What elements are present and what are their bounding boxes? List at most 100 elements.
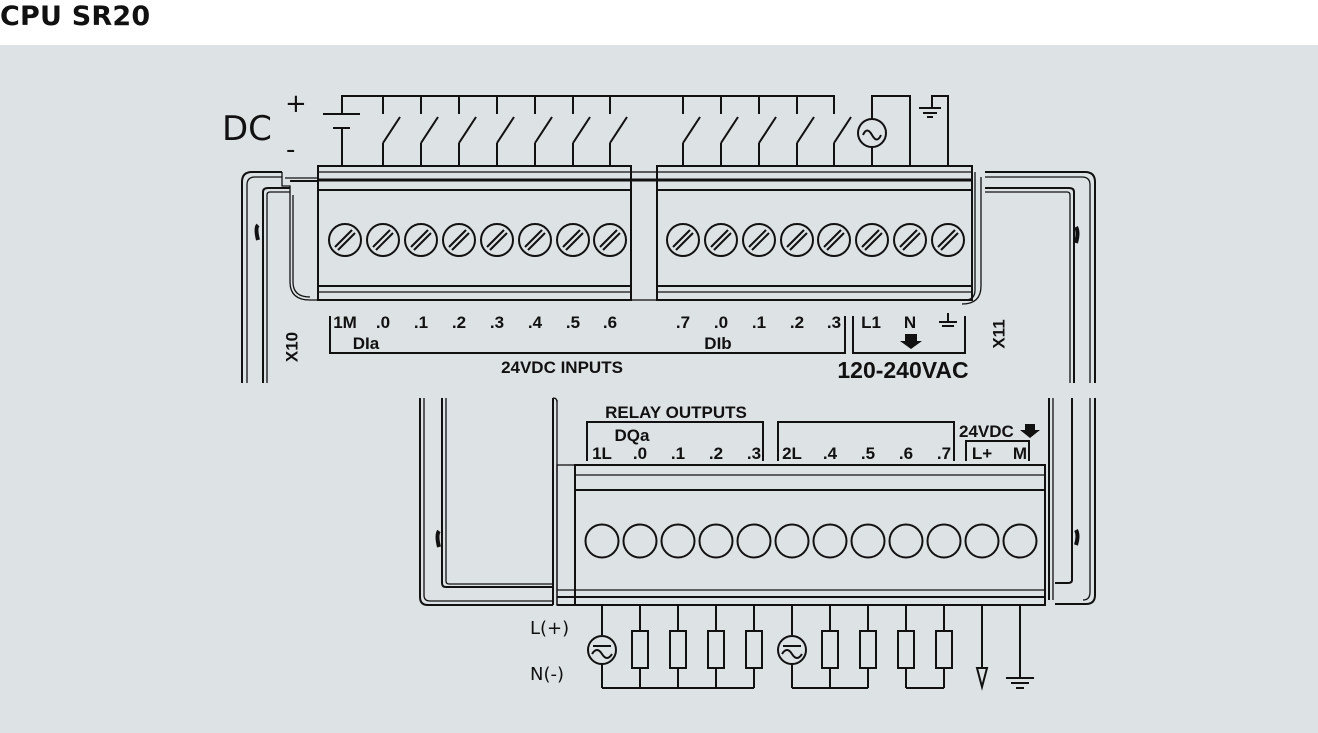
screw-terminal[interactable] <box>622 523 658 559</box>
screw-terminal[interactable] <box>817 223 851 257</box>
load-icon <box>631 605 649 688</box>
switch-icon <box>833 96 852 166</box>
group-dib-label: DIb <box>704 334 731 353</box>
ac-dc-source-icon <box>777 605 807 688</box>
terminal-label: .7 <box>676 313 690 332</box>
switch-icon <box>458 96 477 166</box>
screw-terminal[interactable] <box>366 223 400 257</box>
ac-source-icon <box>857 95 911 166</box>
terminal-label: .2 <box>452 313 466 332</box>
switch-icon <box>572 96 591 166</box>
screw-terminal[interactable] <box>964 523 1000 559</box>
switch-icon <box>420 96 439 166</box>
sensor-supply-label: 24VDC <box>959 422 1014 441</box>
terminal-label: .4 <box>823 444 838 463</box>
dc-minus-label: - <box>286 135 295 165</box>
dqa-bracket <box>586 421 764 461</box>
upper-terminal-block-a <box>317 165 632 301</box>
switch-icon <box>720 96 739 166</box>
load-icon <box>897 605 915 688</box>
load-icon <box>669 605 687 688</box>
terminal-label: 2L <box>782 444 802 463</box>
diagram-panel <box>0 45 1318 733</box>
input-wiring <box>323 95 949 166</box>
switch-icon <box>382 96 401 166</box>
screw-terminal[interactable] <box>518 223 552 257</box>
output-wiring <box>587 605 1034 691</box>
inputs-label: 24VDC INPUTS <box>501 358 623 377</box>
screw-terminal[interactable] <box>584 523 620 559</box>
screw-terminal[interactable] <box>593 223 627 257</box>
terminal-label: .5 <box>566 313 580 332</box>
screw-terminal[interactable] <box>556 223 590 257</box>
switch-icon <box>609 96 628 166</box>
screw-terminal[interactable] <box>855 223 889 257</box>
load-icon <box>935 605 953 688</box>
dc-supply-label: DC <box>222 109 272 149</box>
screw-terminal[interactable] <box>704 223 738 257</box>
screw-terminal[interactable] <box>1002 523 1038 559</box>
screw-terminal[interactable] <box>926 523 962 559</box>
ground-icon <box>919 95 949 166</box>
group-dqa-label: DQa <box>615 426 651 445</box>
load-neutral-label: N(-) <box>530 664 564 685</box>
screw-terminal[interactable] <box>666 223 700 257</box>
screw-terminal[interactable] <box>850 523 886 559</box>
upper-screw-terminals <box>328 223 965 257</box>
ac-dc-source-icon <box>587 605 617 688</box>
terminal-label: 1M <box>333 313 357 332</box>
screw-terminal[interactable] <box>660 523 696 559</box>
terminal-label: .0 <box>714 313 728 332</box>
page-title: CPU SR20 <box>0 1 151 32</box>
screw-terminal[interactable] <box>736 523 772 559</box>
terminal-label: .2 <box>790 313 804 332</box>
down-arrow-icon <box>1020 424 1040 438</box>
ground-icon <box>1006 605 1034 689</box>
terminal-label: .0 <box>633 444 647 463</box>
cpu-housing <box>241 171 1096 606</box>
screw-terminal[interactable] <box>442 223 476 257</box>
screw-terminal[interactable] <box>698 523 734 559</box>
terminal-label: .1 <box>414 313 428 332</box>
load-icon <box>707 605 725 688</box>
screw-terminal[interactable] <box>812 523 848 559</box>
switch-icon <box>682 96 701 166</box>
screw-terminal[interactable] <box>888 523 924 559</box>
screw-terminal[interactable] <box>480 223 514 257</box>
terminal-label: .6 <box>603 313 617 332</box>
screw-terminal[interactable] <box>404 223 438 257</box>
terminal-label: .6 <box>899 444 913 463</box>
screw-terminal[interactable] <box>742 223 776 257</box>
connector-id-x11: X11 <box>989 319 1008 348</box>
terminal-label: .0 <box>376 313 390 332</box>
load-icon <box>821 605 839 688</box>
dqb-bracket <box>777 421 955 461</box>
terminal-label: L1 <box>861 313 881 332</box>
switch-icon <box>758 96 777 166</box>
inputs-bracket <box>329 316 846 354</box>
load-icon <box>745 605 763 688</box>
terminal-label: .1 <box>671 444 685 463</box>
terminal-label: M <box>1013 444 1027 463</box>
screw-terminal[interactable] <box>328 223 362 257</box>
screw-terminal[interactable] <box>893 223 927 257</box>
switch-icon <box>496 96 515 166</box>
terminal-label: .3 <box>827 313 841 332</box>
down-arrow-icon <box>900 334 922 349</box>
terminal-label: .3 <box>747 444 761 463</box>
load-line-label: L(+) <box>530 618 569 639</box>
power-voltage-label: 120-240VAC <box>837 357 968 383</box>
screw-terminal[interactable] <box>780 223 814 257</box>
group-dia-label: DIa <box>353 334 380 353</box>
relay-outputs-label: RELAY OUTPUTS <box>605 403 747 422</box>
terminal-label: .7 <box>937 444 951 463</box>
terminal-label: .5 <box>861 444 875 463</box>
terminal-label: 1L <box>592 444 612 463</box>
sensor-supply-arrow-icon <box>975 605 989 691</box>
lower-screw-terminals <box>584 523 1038 559</box>
terminal-label: .1 <box>752 313 766 332</box>
screw-terminal[interactable] <box>931 223 965 257</box>
screw-terminal[interactable] <box>774 523 810 559</box>
